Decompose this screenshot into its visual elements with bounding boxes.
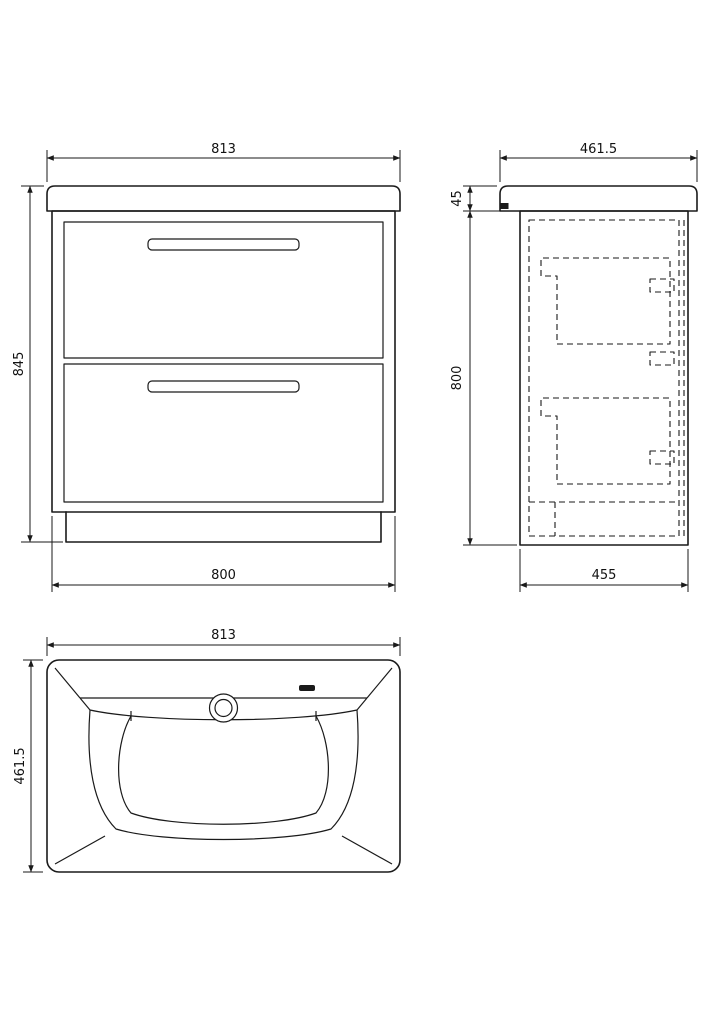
front-countertop [46,185,401,212]
plan-corner-line-bl [54,835,106,865]
side-cabinet [519,210,689,546]
dim-label-side-counter-height: 45 [450,190,465,207]
side-handle-2-hidden [649,450,675,465]
side-handle-mid-hidden [649,351,675,366]
dim-front-width-bottom: 800 [51,516,396,592]
plan-view: 813 461.5 [13,628,401,873]
front-cabinet [51,210,396,513]
dim-front-height: 845 [12,185,63,543]
front-drawer-2 [63,363,384,503]
plan-corner-line-br [341,835,393,865]
dim-label-side-cabinet-height: 800 [450,366,465,391]
side-countertop [499,185,698,212]
front-drawer-1 [63,221,384,359]
dim-side-depth-top: 461.5 [499,142,698,182]
fixing-bracket [500,203,509,209]
dim-label-side-depth-top: 461.5 [580,142,617,157]
dim-label-plan-width: 813 [211,628,236,643]
drawer-1-handle [147,238,300,251]
plan-bowl-outline [88,709,359,841]
dim-side-depth-bottom: 455 [519,549,689,592]
dim-side-cabinet-height: 800 [450,210,517,546]
plan-basin-outer [46,659,401,873]
side-view: 461.5 45 800 455 [450,142,698,592]
side-drawer-2-hidden [540,397,671,485]
plan-rim-side-right [356,697,368,711]
plan-corner-line-tr [366,667,393,699]
plan-corner-line-tl [54,667,81,699]
dim-plan-width: 813 [46,628,401,656]
dim-label-front-height: 845 [12,352,27,377]
tap-hole-inner [214,698,233,718]
side-inner-carcass-hidden [528,219,680,537]
dim-plan-depth: 461.5 [13,659,43,873]
front-view: 813 845 800 [12,142,401,592]
dim-label-plan-depth: 461.5 [13,747,28,784]
dim-label-front-width-bottom: 800 [211,568,236,583]
dim-label-front-width-top: 813 [211,142,236,157]
plan-bowl-inner-contour [118,715,329,825]
dim-front-width-top: 813 [46,142,401,182]
drawer-2-handle [147,380,300,393]
side-drawer-1-hidden [540,257,671,345]
front-plinth [65,511,382,543]
overflow-slot [299,685,315,691]
side-handle-1-hidden [649,278,675,293]
dim-label-side-depth-bottom: 455 [592,568,617,583]
plan-rim-side-left [79,697,91,711]
